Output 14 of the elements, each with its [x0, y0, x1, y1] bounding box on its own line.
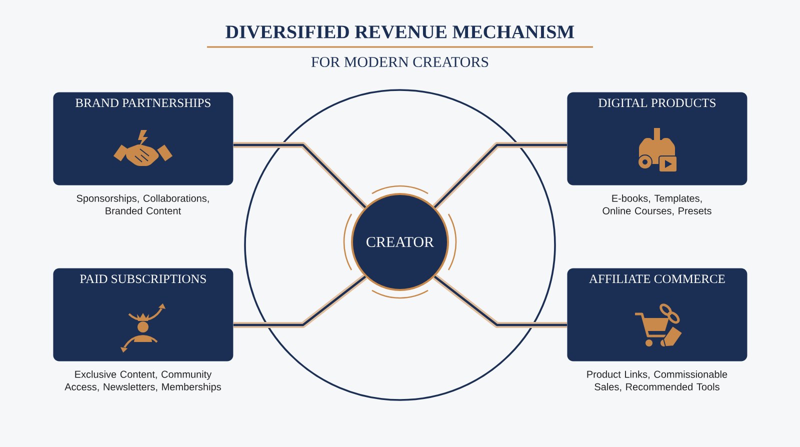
category-box: AFFILIATE COMMERCE [567, 268, 748, 362]
description: Exclusive Content, Community Access, Newsletters, Memberships [64, 370, 221, 392]
category-box: PAID SUBSCRIPTIONS [53, 268, 234, 362]
description: Product Links, Commissionable Sales, Recommended Tools [587, 370, 728, 392]
connector [432, 142, 567, 210]
connector [432, 274, 567, 328]
subtitle: FOR MODERN CREATORS [311, 56, 488, 68]
connector [233, 274, 368, 328]
connector [233, 142, 368, 210]
description: Sponsorships, Collaborations, Branded Content [76, 194, 209, 214]
category-box: BRAND PARTNERSHIPS [53, 92, 234, 186]
description: E-books, Templates, Online Courses, Presets [602, 194, 712, 216]
title: DIVERSIFIED REVENUE MECHANISM [226, 26, 574, 38]
category-box: DIGITAL PRODUCTS [567, 92, 748, 186]
